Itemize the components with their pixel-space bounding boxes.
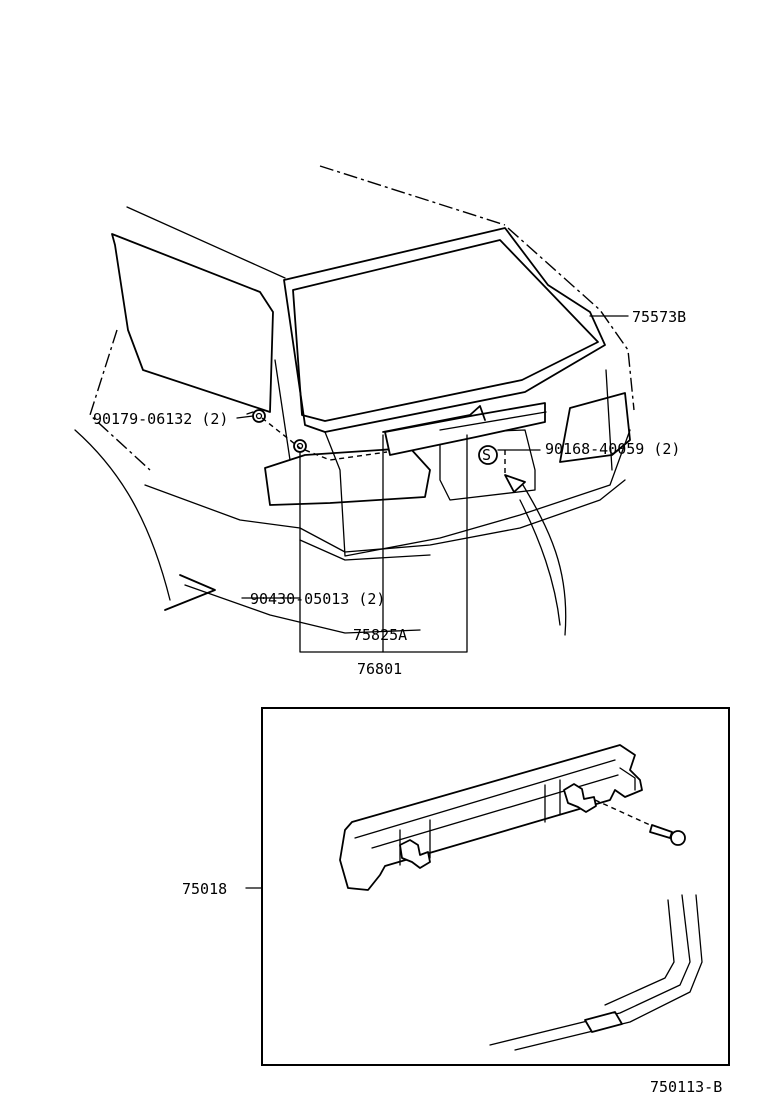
screw-symbol-label: S [482, 446, 491, 464]
label-90179-06132: 90179-06132 (2) [93, 410, 228, 428]
label-75825A: 75825A [353, 626, 407, 644]
figure-id: 750113-B [650, 1078, 722, 1096]
vehicle-rear-view [74, 165, 635, 636]
label-75573B: 75573B [632, 308, 686, 326]
label-90430-05013: 90430-05013 (2) [250, 590, 385, 608]
detail-box [261, 707, 730, 1066]
screw-icon [594, 799, 686, 846]
nut-icon [293, 439, 307, 453]
label-76801: 76801 [357, 660, 402, 678]
leader-lines [236, 315, 629, 653]
hatch-glass-edge [489, 894, 703, 1051]
label-90168-40059: 90168-40059 (2) [545, 440, 680, 458]
spoiler-lamp-assembly [339, 744, 643, 891]
screw-symbol: S [478, 445, 498, 465]
label-75018: 75018 [182, 880, 227, 898]
